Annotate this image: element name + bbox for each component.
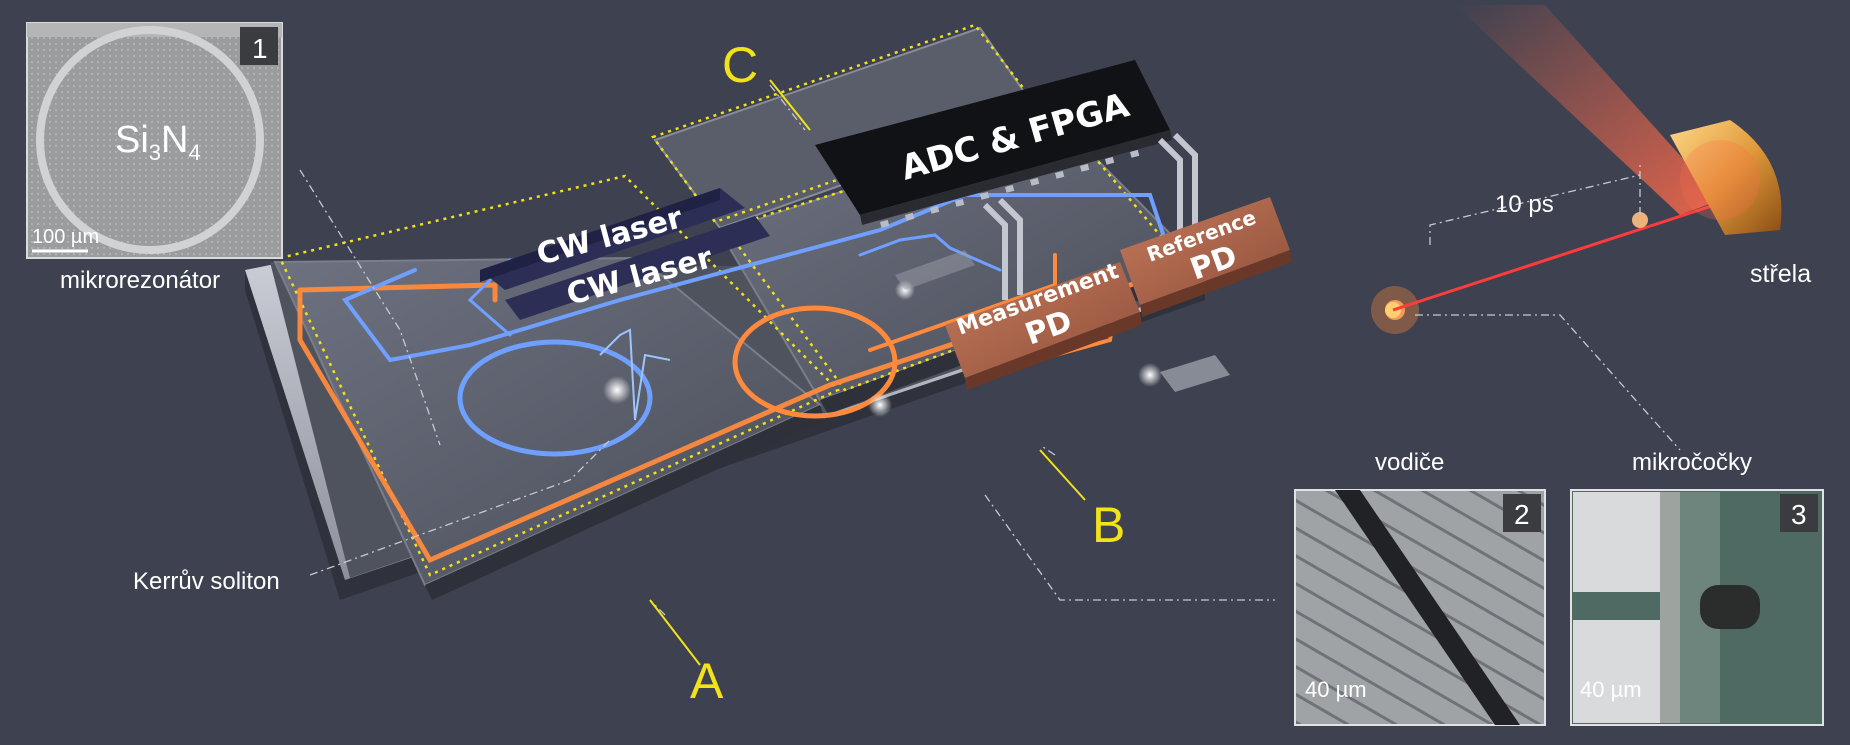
leader-microlens	[1415, 314, 1681, 451]
inset3-number: 3	[1791, 499, 1807, 530]
material-sub3: 3	[149, 140, 161, 165]
inset2-scale: 40 µm	[1305, 677, 1367, 702]
material-sub4: 4	[189, 140, 201, 165]
leader-a	[649, 599, 666, 616]
leader-lines	[299, 84, 1681, 616]
inset3-scale: 40 µm	[1580, 677, 1642, 702]
bullet-label: střela	[1750, 260, 1811, 288]
beam-glow	[1632, 212, 1648, 228]
material-si: Si	[115, 119, 149, 161]
inset-microlens: 3 40 µm	[1570, 489, 1824, 726]
soliton-label: Kerrův soliton	[133, 568, 280, 595]
reference-pd: Reference PD	[1120, 197, 1292, 317]
inset3-badge	[1780, 494, 1818, 532]
region-c-label: C	[722, 37, 758, 93]
splitter-element	[895, 250, 975, 290]
directional-coupler	[1160, 355, 1230, 392]
region-c-outline	[650, 23, 1043, 224]
inset1-caption: mikrorezonátor	[60, 267, 220, 294]
leader-b	[1039, 444, 1056, 456]
inset3-caption: mikročočky	[1632, 449, 1752, 476]
time-label: 10 ps	[1495, 191, 1554, 218]
adc-pins	[880, 149, 1140, 228]
leader-soliton	[309, 439, 611, 576]
region-a-label: A	[690, 653, 724, 709]
material-n: N	[161, 119, 188, 161]
blue-microring	[457, 339, 653, 457]
leader-time-left	[1429, 174, 1641, 245]
inset1-number: 1	[252, 33, 268, 64]
region-b-label: B	[1092, 497, 1125, 553]
orange-waveguide-outer	[297, 262, 1193, 564]
inset1-badge	[240, 27, 278, 65]
region-outlines	[278, 23, 1188, 577]
inset1-material: Si3N4	[115, 119, 201, 165]
laser-beam	[1392, 198, 1731, 312]
bullet-trail	[1455, 5, 1720, 215]
leader-wires	[984, 494, 1275, 601]
region-a-outline	[278, 174, 841, 577]
region-leaders	[649, 79, 1086, 666]
inset2-caption: vodiče	[1375, 449, 1444, 476]
inset-wires: 2 40 µm	[1294, 489, 1546, 726]
inset-microresonator: 1 Si3N4 100 µm	[26, 22, 283, 259]
blue-waveguide-main	[341, 193, 1167, 363]
metal-leads	[982, 132, 1198, 300]
orange-waveguide-inner	[868, 253, 1057, 352]
soliton-spike	[599, 328, 671, 421]
inset2-number: 2	[1514, 499, 1530, 530]
orange-microring	[732, 305, 898, 419]
bullet	[1670, 120, 1782, 235]
inset2-badge	[1503, 494, 1541, 532]
inset1-scale: 100 µm	[32, 226, 99, 248]
